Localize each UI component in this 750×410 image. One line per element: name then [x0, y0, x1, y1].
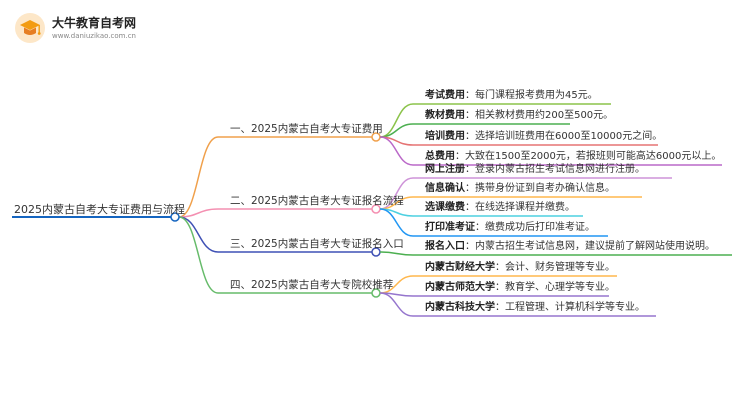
leaf-text: ：携带身份证到自考办确认信息。: [465, 183, 615, 194]
leaf-key: 考试费用: [425, 90, 465, 101]
root-node[interactable]: 2025内蒙古自考大专证费用与流程: [14, 203, 185, 217]
logo-url: www.daniuzikao.com.cn: [52, 31, 136, 40]
leaf-key: 选课缴费: [425, 202, 465, 213]
leaf-key: 信息确认: [425, 183, 465, 194]
leaf-text: ：相关教材费用约200至500元。: [465, 110, 614, 121]
leaf-key: 内蒙古科技大学: [425, 302, 495, 313]
root-toggle-icon: [170, 212, 180, 222]
leaf-connector: [379, 136, 722, 166]
graduation-cap-icon: [15, 13, 45, 43]
leaf-connector: [379, 251, 732, 256]
leaf-text: ：会计、财务管理等专业。: [495, 262, 615, 273]
leaf-key: 总费用: [425, 151, 455, 162]
branch-node[interactable]: 四、2025内蒙古自考大专院校推荐: [230, 279, 394, 291]
leaf-text: ：缴费成功后打印准考证。: [475, 222, 595, 233]
leaf-connector: [379, 123, 570, 138]
leaf-node[interactable]: 内蒙古科技大学：工程管理、计算机科学等专业。: [425, 301, 645, 315]
branch-node[interactable]: 一、2025内蒙古自考大专证费用: [230, 123, 383, 135]
leaf-text: ：工程管理、计算机科学等专业。: [495, 302, 645, 313]
leaf-key: 打印准考证: [425, 222, 475, 233]
leaf-text: ：选择培训班费用在6000至10000元之间。: [465, 131, 663, 142]
leaf-node[interactable]: 内蒙古财经大学：会计、财务管理等专业。: [425, 261, 615, 275]
leaf-key: 网上注册: [425, 164, 465, 175]
leaf-text: ：登录内蒙古招生考试信息网进行注册。: [465, 164, 645, 175]
leaf-node[interactable]: 网上注册：登录内蒙古招生考试信息网进行注册。: [425, 163, 645, 177]
leaf-text: ：在线选择课程并缴费。: [465, 202, 575, 213]
leaf-key: 内蒙古师范大学: [425, 282, 495, 293]
branch-connector: [178, 216, 372, 294]
branch-connector: [178, 208, 372, 218]
leaf-key: 培训费用: [425, 131, 465, 142]
branch-connector: [178, 136, 372, 218]
leaf-connector: [379, 292, 656, 317]
leaf-text: ：教育学、心理学等专业。: [495, 282, 615, 293]
leaf-node[interactable]: 教材费用：相关教材费用约200至500元。: [425, 109, 613, 123]
leaf-text: ：大致在1500至2000元，若报班则可能高达6000元以上。: [455, 151, 722, 162]
leaf-node[interactable]: 考试费用：每门课程报考费用为45元。: [425, 89, 598, 103]
leaf-node[interactable]: 培训费用：选择培训班费用在6000至10000元之间。: [425, 130, 662, 144]
leaf-text: ：每门课程报考费用为45元。: [465, 90, 598, 101]
leaf-node[interactable]: 内蒙古师范大学：教育学、心理学等专业。: [425, 281, 615, 295]
leaf-node[interactable]: 总费用：大致在1500至2000元，若报班则可能高达6000元以上。: [425, 150, 721, 164]
leaf-key: 教材费用: [425, 110, 465, 121]
leaf-node[interactable]: 选课缴费：在线选择课程并缴费。: [425, 201, 575, 215]
leaf-key: 内蒙古财经大学: [425, 262, 495, 273]
branch-node[interactable]: 三、2025内蒙古自考大专证报名入口: [230, 238, 404, 250]
site-logo[interactable]: 大牛教育自考网 www.daniuzikao.com.cn: [14, 12, 136, 44]
branch-connector: [178, 216, 372, 253]
leaf-node[interactable]: 信息确认：携带身份证到自考办确认信息。: [425, 182, 615, 196]
leaf-node[interactable]: 报名入口：内蒙古招生考试信息网，建议提前了解网站使用说明。: [425, 240, 715, 254]
root-label: 2025内蒙古自考大专证费用与流程: [14, 203, 185, 216]
leaf-connector: [379, 208, 608, 237]
leaf-node[interactable]: 打印准考证：缴费成功后打印准考证。: [425, 221, 595, 235]
branch-node[interactable]: 二、2025内蒙古自考大专证报名流程: [230, 195, 404, 207]
leaf-text: ：内蒙古招生考试信息网，建议提前了解网站使用说明。: [465, 241, 715, 252]
logo-title: 大牛教育自考网: [52, 15, 137, 30]
leaf-key: 报名入口: [425, 241, 465, 252]
